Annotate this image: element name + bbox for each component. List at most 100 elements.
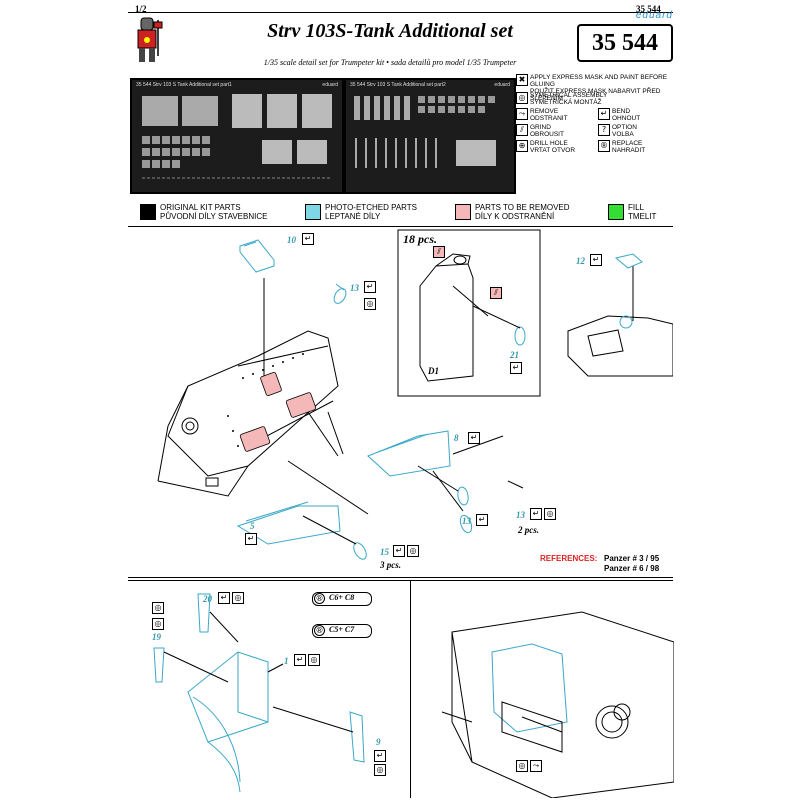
- fret-part1-parts: [142, 94, 332, 179]
- bend-icon: ↵: [598, 108, 610, 120]
- fret-part1-brand: eduard: [322, 82, 338, 88]
- page-number: 1/2: [135, 4, 147, 14]
- key-original-2: PŮVODNÍ DÍLY STAVEBNICE: [160, 212, 268, 221]
- part-label-21: 21: [510, 350, 519, 360]
- part-label-13b: 13: [462, 516, 471, 526]
- bottom-right-drawing: [441, 611, 674, 798]
- grind-icon: ⫽: [516, 124, 528, 136]
- option-c5-c7-text: C5+ C7: [329, 625, 355, 634]
- grind-icon: ⫽: [433, 246, 445, 258]
- main-assembly-drawing: [157, 229, 673, 560]
- symbol-bend-text: BEND OHNOUT: [612, 108, 641, 122]
- grind-icon: ⫽: [490, 287, 502, 299]
- key-fill-1: FILL: [628, 203, 645, 212]
- fret-part2-label: 35 544 Strv 103 S Tank Additional set pa…: [350, 82, 446, 88]
- color-key: ORIGINAL KIT PARTS PŮVODNÍ DÍLY STAVEBNI…: [130, 200, 675, 222]
- fret-part2-parts: [354, 96, 496, 168]
- symmetrical-icon: ◎: [152, 618, 164, 630]
- bend-icon: ↵: [374, 750, 386, 762]
- symbol-express-mask-text: APPLY EXPRESS MASK AND PAINT BEFORE GLUI…: [530, 74, 668, 102]
- symbol-drill-text: DRILL HOLE VRTAT OTVOR: [530, 140, 576, 154]
- part-d1-label: D1: [428, 366, 439, 376]
- fret-part1: 35 544 Strv 103 S Tank Additional set pa…: [130, 78, 344, 194]
- brand-name: eduard: [635, 10, 673, 21]
- key-photo-etched-1: PHOTO-ETCHED PARTS: [325, 203, 418, 212]
- remove-icon: ⤳: [516, 108, 528, 120]
- product-code: 35 544: [577, 24, 673, 62]
- symmetrical-icon: ◎: [364, 298, 376, 310]
- option-c6-c8-text: C6+ C8: [329, 593, 355, 602]
- key-original-1: ORIGINAL KIT PARTS: [160, 203, 241, 212]
- replace-icon: ®: [314, 625, 325, 636]
- reference-2: Panzer # 6 / 98: [604, 564, 660, 573]
- part-label-15: 15: [380, 547, 389, 557]
- bend-icon: ↵: [530, 508, 542, 520]
- symmetrical-icon: ◎: [308, 654, 320, 666]
- part-label-10: 10: [287, 235, 296, 245]
- bend-icon: ↵: [510, 362, 522, 374]
- symmetrical-icon: ◎: [516, 760, 528, 772]
- symmetrical-icon: ◎: [232, 592, 244, 604]
- page-subtitle: 1/35 scale detail set for Trumpeter kit …: [263, 58, 517, 67]
- key-fill-2: TMELIT: [628, 212, 657, 221]
- part-label-13a: 13: [350, 283, 359, 293]
- code-small: 35 544: [636, 4, 661, 14]
- bend-icon: ↵: [302, 233, 314, 245]
- symmetrical-icon: ◎: [374, 764, 386, 776]
- symmetrical-icon: ◎: [544, 508, 556, 520]
- option-icon: ?: [598, 124, 610, 136]
- knight-mascot-icon: [130, 16, 164, 66]
- part-label-1: 1: [284, 656, 289, 666]
- bottom-rule: [128, 580, 673, 581]
- bottom-divider: [410, 580, 411, 798]
- express-mask-icon: ✖: [516, 74, 528, 86]
- bend-icon: ↵: [468, 432, 480, 444]
- key-photo-etched-2: LEPTANÉ DÍLY: [325, 212, 381, 221]
- option-c5-c7: ® C5+ C7: [312, 624, 372, 638]
- symbol-remove-text: REMOVE ODSTRANIT: [530, 108, 568, 122]
- bend-icon: ↵: [590, 254, 602, 266]
- eduard-logo: eduard 35 544: [575, 10, 673, 64]
- part-label-13c: 13: [516, 510, 525, 520]
- page-title: Strv 103S-Tank Additional set: [267, 20, 513, 42]
- fret-part2: 35 544 Strv 103 S Tank Additional set pa…: [344, 78, 516, 194]
- fret-part2-brand: eduard: [494, 82, 510, 88]
- part-label-20: 20: [203, 594, 212, 604]
- part-label-12: 12: [576, 256, 585, 266]
- key-remove-2: DÍLY K ODSTRANĚNÍ: [475, 212, 555, 221]
- bend-icon: ↵: [245, 533, 257, 545]
- main-assembly-panel: [128, 226, 673, 578]
- fret-part1-label: 35 544 Strv 103 S Tank Additional set pa…: [136, 82, 232, 88]
- replace-icon: ®: [598, 140, 610, 152]
- swatch-remove: [455, 204, 471, 220]
- symbol-option-text: OPTION VOLBA: [612, 124, 637, 138]
- eighteen-pcs-label: 18 pcs.: [403, 232, 437, 246]
- symbol-replace-text: REPLACE NAHRADIT: [612, 140, 646, 154]
- bend-icon: ↵: [476, 514, 488, 526]
- part-label-9: 9: [376, 737, 381, 747]
- remove-icon: ⤳: [530, 760, 542, 772]
- swatch-original: [140, 204, 156, 220]
- replace-icon: ®: [314, 593, 325, 604]
- part-label-19: 19: [152, 632, 161, 642]
- bend-icon: ↵: [294, 654, 306, 666]
- symbol-legend: ✖ APPLY EXPRESS MASK AND PAINT BEFORE GL…: [516, 72, 676, 162]
- symmetrical-icon: ◎: [152, 602, 164, 614]
- key-remove-1: PARTS TO BE REMOVED: [475, 203, 570, 212]
- two-pcs-label: 2 pcs.: [518, 525, 539, 535]
- bottom-left-drawing: [153, 593, 365, 793]
- bend-icon: ↵: [218, 592, 230, 604]
- symmetrical-icon: ◎: [407, 545, 419, 557]
- drill-icon: ⊕: [516, 140, 528, 152]
- bend-icon: ↵: [393, 545, 405, 557]
- swatch-fill: [608, 204, 624, 220]
- symbol-grind-text: GRIND OBROUSIT: [530, 124, 564, 138]
- symmetrical-icon: ◎: [516, 92, 528, 104]
- swatch-photo-etched: [305, 204, 321, 220]
- symbol-symmetrical-text: SYMETRICAL ASSEMBLY SYMETRICKÁ MONTÁŽ: [530, 92, 608, 106]
- header-rule: [128, 12, 673, 13]
- bend-icon: ↵: [364, 281, 376, 293]
- part-label-8: 8: [454, 433, 459, 443]
- three-pcs-label: 3 pcs.: [380, 560, 401, 570]
- option-c6-c8: ® C6+ C8: [312, 592, 372, 606]
